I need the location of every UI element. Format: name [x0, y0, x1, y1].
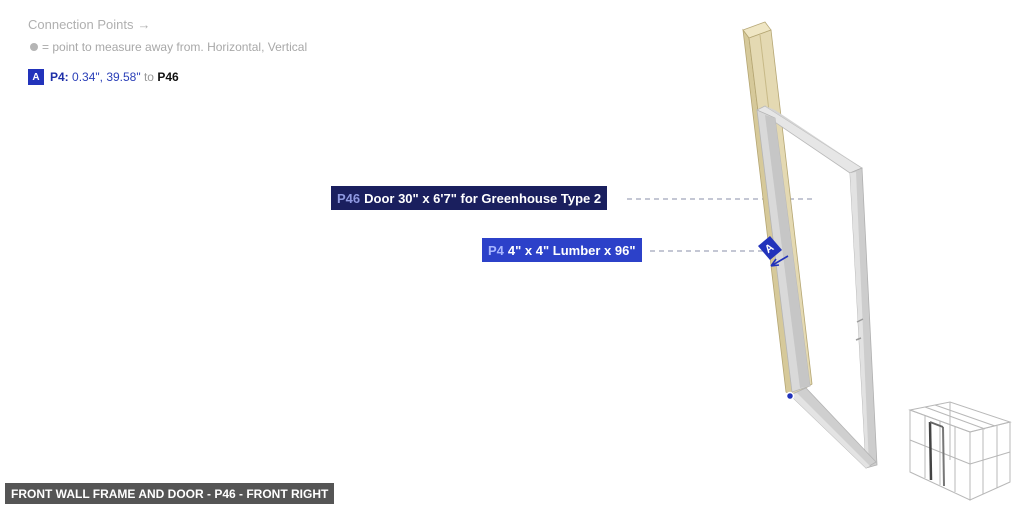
connection-text: P4: 0.34", 39.58" to P46 [50, 70, 179, 84]
door-part-id: P46 [337, 190, 361, 206]
connection-points-title: Connection Points [28, 17, 134, 32]
thumbnail-door-highlight [928, 421, 945, 487]
view-caption: FRONT WALL FRAME AND DOOR - P46 - FRONT … [5, 483, 335, 504]
lumber-part-label: 4" x 4" Lumber x 96" [507, 242, 636, 258]
connection-point-dot[interactable] [785, 391, 795, 401]
overview-thumbnail[interactable] [905, 400, 1015, 504]
point-dot-icon [30, 43, 38, 51]
part-tag-lumber[interactable]: P4 4" x 4" Lumber x 96" [482, 238, 642, 262]
part-tag-door[interactable]: P46 Door 30" x 6'7" for Greenhouse Type … [331, 186, 608, 210]
connection-coords: 0.34", 39.58" [72, 70, 141, 84]
connection-badge: A [28, 69, 44, 85]
connection-points-heading: Connection Points → [28, 17, 151, 32]
connection-marker-a[interactable]: A [758, 236, 789, 267]
door-part-label: Door 30" x 6'7" for Greenhouse Type 2 [364, 190, 602, 206]
connection-part: P4: [50, 70, 69, 84]
connection-target[interactable]: P46 [157, 70, 179, 84]
lumber-part-id: P4 [488, 242, 504, 258]
door-frame-p46[interactable] [756, 105, 878, 469]
legend-hint-text: = point to measure away from. Horizontal… [42, 40, 308, 54]
legend-hint: = point to measure away from. Horizontal… [30, 40, 307, 54]
connection-row[interactable]: A P4: 0.34", 39.58" to P46 [28, 69, 179, 85]
connection-to: to [143, 70, 154, 84]
arrow-right-icon: → [137, 17, 151, 32]
